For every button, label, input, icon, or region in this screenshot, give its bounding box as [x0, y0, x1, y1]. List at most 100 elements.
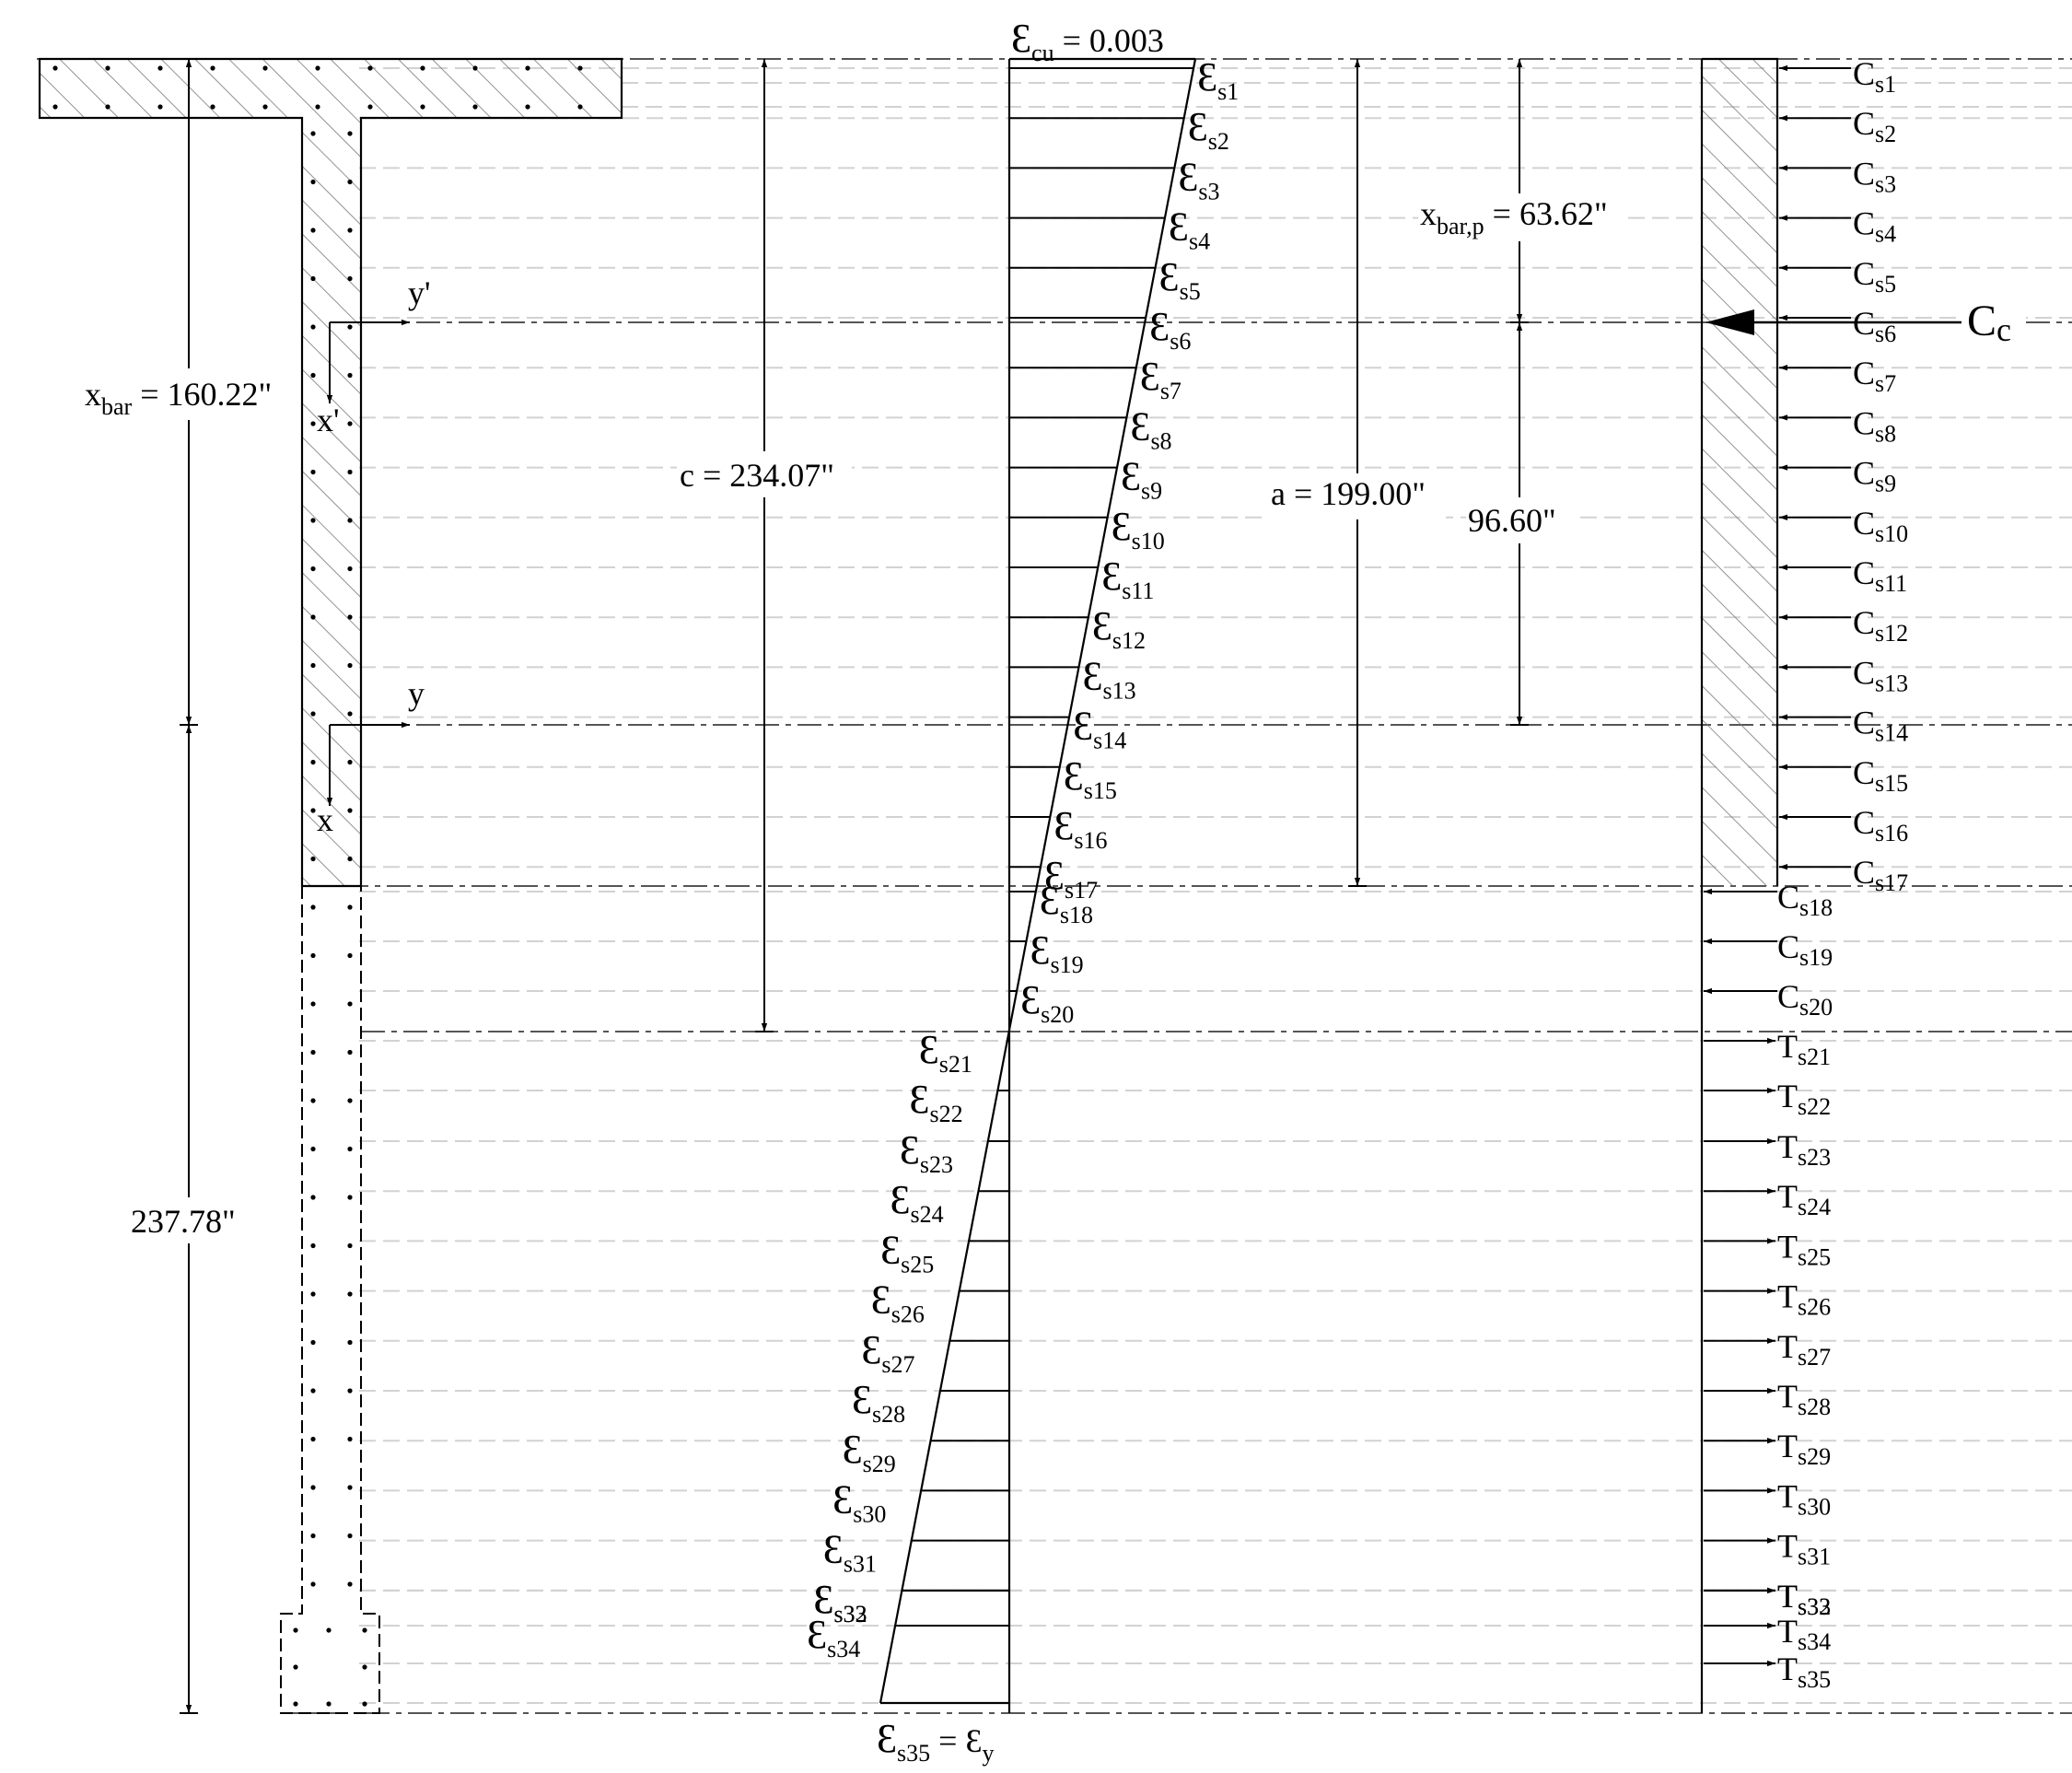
rebar-dot — [472, 65, 478, 71]
strain-label-s26: Ɛs26 — [871, 1277, 925, 1328]
rebar-dot — [577, 65, 583, 71]
rebar-dot — [310, 566, 316, 572]
rebar-dot — [420, 104, 425, 110]
rebar-dot — [347, 1533, 353, 1539]
compression-force-label-s5: Cs5 — [1853, 255, 1896, 297]
rebar-dot — [347, 372, 353, 379]
strain-label-s4: Ɛs4 — [1169, 204, 1210, 255]
strain-label-s24: Ɛs24 — [890, 1177, 943, 1228]
compression-force-label-s13: Cs13 — [1853, 654, 1908, 696]
web-hatch — [302, 118, 361, 886]
rebar-dot — [525, 104, 530, 110]
cc-arrowhead — [1705, 309, 1754, 335]
rebar-dot — [310, 1436, 316, 1442]
rebar-dot — [262, 104, 268, 110]
rebar-dot — [420, 65, 425, 71]
rebar-dot — [310, 1533, 316, 1539]
rebar-dot — [310, 808, 316, 813]
strain-label-s5: Ɛs5 — [1159, 254, 1201, 305]
strain-label-s21: Ɛs21 — [919, 1027, 972, 1078]
strain-label-s14: Ɛs14 — [1073, 704, 1126, 754]
rebar-dot — [52, 65, 58, 71]
dimension-lines: xbar = 160.22" 237.78" c = 234.07" a = 1… — [81, 59, 1621, 1714]
rebar-dot — [310, 1098, 316, 1103]
x-prime-label: x' — [317, 402, 340, 438]
compression-force-label-s1: Cs1 — [1853, 55, 1896, 98]
compression-force-label-s14: Cs14 — [1853, 705, 1908, 747]
rebar-dot — [347, 131, 353, 136]
strain-label-s30: Ɛs30 — [832, 1476, 886, 1527]
y-prime-label: y' — [408, 274, 431, 311]
es35-label: Ɛs35 = Ɛy — [877, 1716, 995, 1767]
rebar-dot — [347, 1291, 353, 1297]
tension-force-label-s28: Ts28 — [1777, 1378, 1831, 1420]
tension-force-label-s27: Ts27 — [1777, 1328, 1831, 1371]
ecu-label: Ɛcu = 0.003 — [1011, 16, 1164, 66]
strain-labels: Ɛs1Ɛs2Ɛs3Ɛs4Ɛs5Ɛs6Ɛs7Ɛs8Ɛs9Ɛs10Ɛs11Ɛs12Ɛ… — [807, 54, 1239, 1662]
strain-label-s31: Ɛs31 — [823, 1527, 877, 1578]
strain-label-s15: Ɛs15 — [1064, 753, 1117, 804]
strain-label-s34: Ɛs34 — [807, 1612, 860, 1662]
local-axes: y x — [317, 675, 425, 838]
compression-force-label-s6: Cs6 — [1853, 305, 1896, 347]
compression-force-label-s16: Cs16 — [1853, 804, 1908, 846]
compression-force-label-s2: Cs2 — [1853, 105, 1896, 147]
compression-block — [1702, 59, 1777, 886]
strain-label-s8: Ɛs8 — [1130, 403, 1171, 454]
tension-force-label-s25: Ts25 — [1777, 1228, 1831, 1270]
rebar-dot — [310, 227, 316, 233]
rebar-dot — [310, 1195, 316, 1200]
rebar-dot — [362, 1627, 367, 1633]
rebar-dot — [310, 759, 316, 765]
rebar-dot — [347, 227, 353, 233]
rebar-dot — [347, 275, 353, 282]
rebar-dot — [326, 1701, 332, 1707]
rebar-dot — [347, 1049, 353, 1056]
rebar-dot — [347, 179, 353, 185]
rebar-dot — [293, 1664, 298, 1670]
local-axes-prime: y' x' — [317, 274, 431, 438]
rebar-dot — [347, 1436, 353, 1442]
rebar-dot — [347, 421, 353, 426]
rebar-dot — [347, 1242, 353, 1249]
rebar-dot — [293, 1701, 298, 1707]
tension-force-label-s35: Ts35 — [1777, 1651, 1831, 1693]
rebar-dot — [310, 179, 316, 185]
strain-label-s1: Ɛs1 — [1197, 54, 1239, 105]
rebar-dot — [310, 1291, 316, 1297]
tension-force-label-s21: Ts21 — [1777, 1028, 1831, 1070]
cross-section — [38, 57, 623, 1714]
rebar-dot — [347, 518, 353, 523]
rebar-dot — [310, 1242, 316, 1249]
strain-label-s33: Ɛs33 — [813, 1577, 867, 1627]
rebar-dot — [310, 1049, 316, 1056]
rebar-dot — [310, 372, 316, 379]
rebar-dot — [347, 1485, 353, 1490]
compression-force-label-s9: Cs9 — [1853, 455, 1896, 497]
force-arrows: Cs1Cs2Cs3Cs4Cs5Cs6Cs7Cs8Cs9Cs10Cs11Cs12C… — [1704, 55, 1908, 1693]
compression-force-label-s12: Cs12 — [1853, 604, 1908, 647]
rebar-dot — [525, 65, 530, 71]
rebar-dot — [347, 1098, 353, 1103]
rebar-dot — [347, 1146, 353, 1152]
rebar-dot — [310, 662, 316, 669]
rebar-dot — [310, 1146, 316, 1152]
rebar-dot — [347, 614, 353, 620]
tension-force-label-s32: Ts32 — [1777, 1578, 1831, 1620]
rebar-dot — [347, 1388, 353, 1394]
rebar-dot — [347, 469, 353, 475]
rebar-dot — [347, 566, 353, 572]
strain-label-s3: Ɛs3 — [1178, 154, 1219, 204]
rebar-dot — [310, 1485, 316, 1490]
rebar-dot — [310, 904, 316, 910]
rebar-dot — [326, 1627, 332, 1633]
strain-label-s7: Ɛs7 — [1140, 354, 1182, 404]
rebar-dot — [310, 518, 316, 523]
strain-label-s32: Ɛs32 — [813, 1577, 867, 1627]
compression-force-label-s19: Cs19 — [1777, 928, 1833, 971]
rebar-dot — [210, 65, 215, 71]
rebar-dot — [310, 856, 316, 862]
tension-force-label-s29: Ts29 — [1777, 1428, 1831, 1470]
tension-zone-outline — [280, 886, 380, 1714]
cc-label: Cc — [1967, 297, 2011, 348]
